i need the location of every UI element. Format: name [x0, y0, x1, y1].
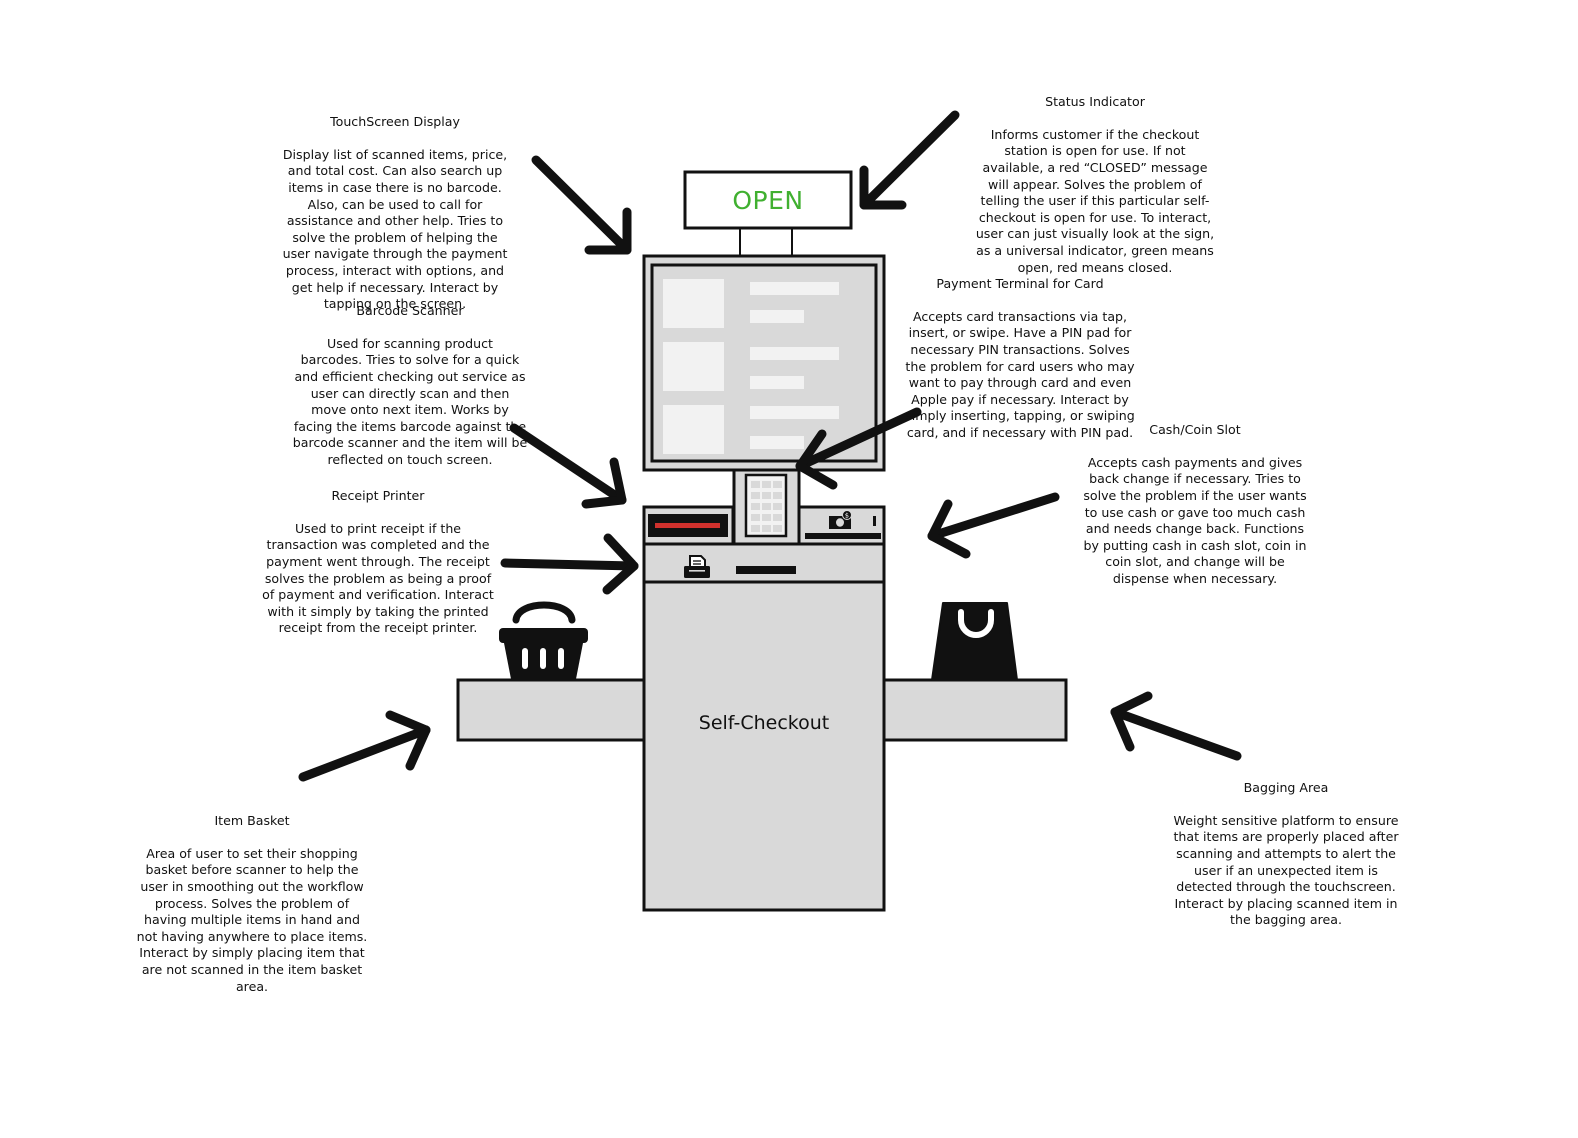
annotation-status: Status Indicator Informs customer if the…	[970, 77, 1220, 293]
annotation-description: Area of user to set their shopping baske…	[136, 845, 368, 994]
status-sign-post-right	[791, 228, 793, 256]
coin-slot	[873, 516, 876, 526]
payment-terminal	[732, 468, 801, 546]
machine-base	[642, 580, 886, 912]
screen-item-line	[750, 282, 839, 295]
annotation-description: Display list of scanned items, price, an…	[282, 146, 508, 312]
annotation-cash: Cash/Coin Slot Accepts cash payments and…	[1070, 405, 1320, 604]
annotation-title: Status Indicator	[1045, 93, 1145, 109]
basket-platform	[456, 678, 646, 742]
annotation-title: Item Basket	[214, 812, 290, 828]
annotation-barcode: Barcode Scanner Used for scanning produc…	[285, 286, 535, 485]
arrow-payment	[795, 407, 922, 490]
annotation-description: Used for scanning product barcodes. Trie…	[292, 335, 528, 467]
annotation-description: Used to print receipt if the transaction…	[262, 520, 494, 636]
cash-slot	[805, 533, 881, 539]
arrow-status	[859, 110, 960, 210]
receipt-printer	[642, 542, 886, 584]
shopping-bag-icon	[931, 602, 1018, 681]
annotation-title: Payment Terminal for Card	[936, 275, 1104, 291]
annotation-title: TouchScreen Display	[330, 113, 460, 129]
annotation-title: Receipt Printer	[331, 487, 425, 503]
annotation-basket: Item Basket Area of user to set their sh…	[127, 796, 377, 1012]
basket-icon	[499, 601, 588, 679]
screen-item-thumbnail	[663, 279, 724, 328]
receipt-panel	[642, 542, 886, 584]
screen-item-line	[750, 406, 839, 419]
annotation-receipt: Receipt Printer Used to print receipt if…	[253, 471, 503, 654]
screen-item-line	[750, 376, 804, 389]
status-sign-box	[683, 170, 853, 230]
screen-item-thumbnail	[663, 405, 724, 454]
arrow-touchscreen	[531, 155, 632, 255]
annotation-description: Informs customer if the checkout station…	[975, 126, 1215, 275]
barcode-scanner	[642, 505, 735, 546]
annotation-payment: Payment Terminal for Card Accepts card t…	[895, 259, 1145, 458]
annotation-title: Barcode Scanner	[356, 302, 464, 318]
screen-item-thumbnail	[663, 342, 724, 391]
cash-icon: $	[829, 510, 852, 529]
status-sign	[683, 170, 853, 256]
printer-icon	[684, 555, 710, 578]
receipt-slot	[736, 566, 796, 574]
status-sign-text: OPEN	[732, 185, 804, 215]
cash-coin-slot: $	[797, 505, 886, 546]
machine-label: Self-Checkout	[698, 712, 830, 734]
annotation-description: Weight sensitive platform to ensure that…	[1173, 812, 1399, 928]
scanner-light	[655, 523, 720, 528]
arrow-bagging	[1110, 691, 1242, 761]
annotation-title: Cash/Coin Slot	[1149, 421, 1241, 437]
arrow-cash	[927, 492, 1060, 559]
arrows	[298, 110, 1242, 782]
pin-pad-keys	[751, 481, 782, 532]
annotation-description: Accepts card transactions via tap, inser…	[905, 308, 1135, 440]
bagging-platform	[882, 678, 1068, 742]
screen-item-line	[750, 310, 804, 323]
arrow-basket	[298, 710, 431, 782]
status-sign-post-left	[739, 228, 741, 256]
arrow-barcode	[509, 423, 627, 509]
annotation-title: Bagging Area	[1243, 779, 1329, 795]
annotation-touchscreen: TouchScreen Display Display list of scan…	[270, 97, 520, 329]
screen-item-line	[750, 347, 839, 360]
annotation-bagging: Bagging Area Weight sensitive platform t…	[1161, 763, 1411, 946]
arrow-receipt	[500, 533, 639, 595]
annotation-description: Accepts cash payments and gives back cha…	[1083, 454, 1307, 586]
touchscreen-display	[642, 254, 886, 472]
screen-item-line	[750, 436, 804, 449]
svg-text:$: $	[845, 512, 849, 520]
